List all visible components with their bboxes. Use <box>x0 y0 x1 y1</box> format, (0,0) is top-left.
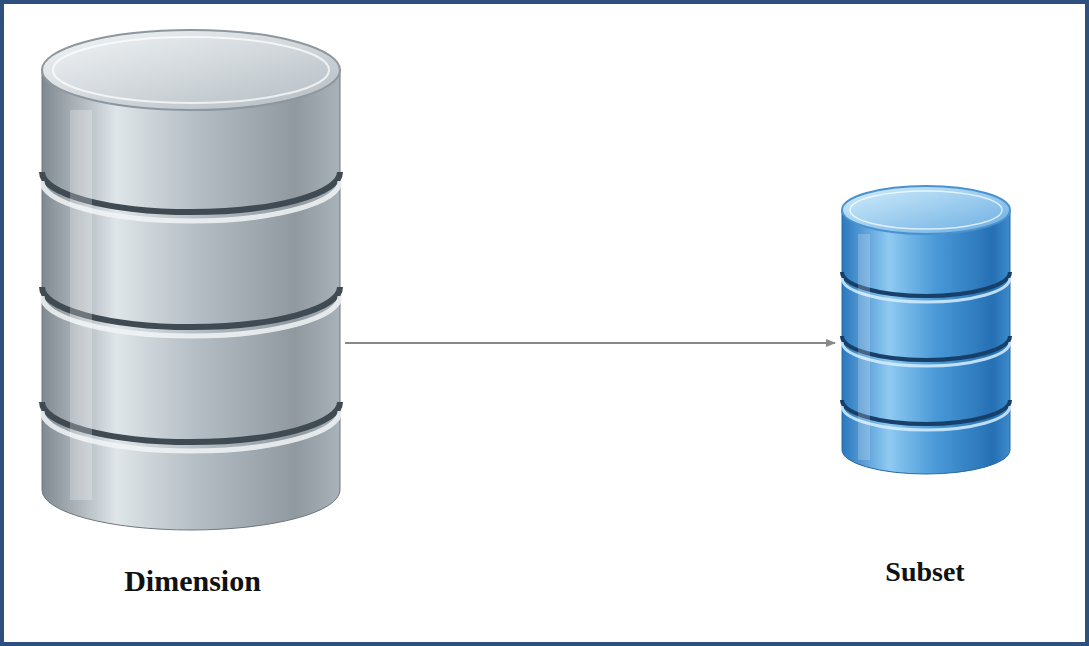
database-node: Dimension <box>40 28 345 613</box>
small-database-cylinder <box>842 186 1010 474</box>
database-node: Subset <box>835 178 1015 598</box>
node-label: Subset <box>835 556 1015 588</box>
flow-arrow <box>345 342 835 344</box>
node-label: Dimension <box>40 564 345 598</box>
large-database-cylinder <box>42 30 340 530</box>
